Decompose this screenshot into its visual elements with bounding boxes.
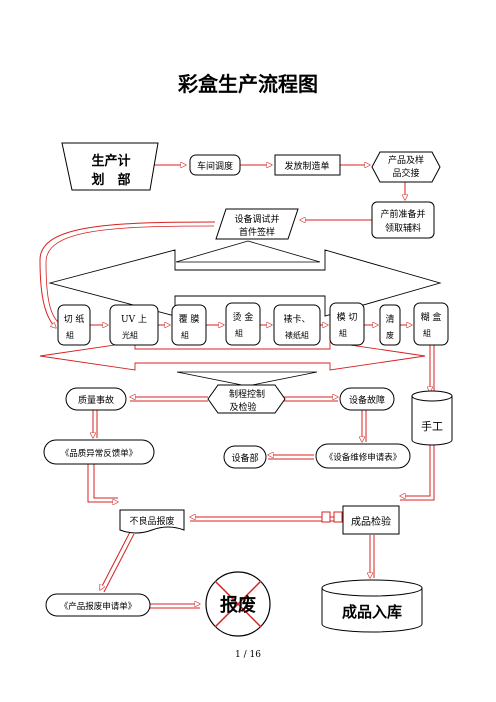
connector-square-2 <box>333 511 343 523</box>
node-waste-removal: 清 废 <box>379 304 401 346</box>
node-work-order: 发放制造单 <box>274 154 341 176</box>
node-scrap-label: 报废 <box>220 594 256 616</box>
svg-text:裱纸組: 裱纸組 <box>285 330 309 340</box>
node-diecut-group: 模 切 組 <box>329 302 365 346</box>
node-quality-incident: 质量事故 <box>65 387 127 411</box>
node-production-planning-line1: 生产计 <box>91 153 130 169</box>
flow-band-upper <box>48 249 442 317</box>
node-work-order-label: 发放制造单 <box>284 160 329 172</box>
node-scrap-application-form: 《产品报废申请单》 <box>45 593 151 617</box>
svg-text:UV 上: UV 上 <box>121 314 147 325</box>
node-card-mounting-group: 裱卡、 裱纸組 <box>273 304 321 346</box>
node-finished-warehouse-label: 成品入库 <box>342 603 402 621</box>
connector-square-1 <box>321 511 331 523</box>
debug-down-triangle <box>175 240 321 263</box>
node-equipment-debug-line1: 设备调试并 <box>234 213 279 225</box>
node-quality-feedback-form: 《品质异常反馈单》 <box>43 439 155 465</box>
node-preproduction-prep-line1: 产前准备并 <box>380 208 425 220</box>
svg-text:光組: 光組 <box>122 330 138 340</box>
svg-text:組: 組 <box>66 330 74 340</box>
curve-debug-to-cutting <box>39 221 216 328</box>
svg-text:《设备维修申请表》: 《设备维修申请表》 <box>325 452 402 463</box>
svg-text:设备部: 设备部 <box>231 452 258 464</box>
node-defective-scrap: 不良品报废 <box>119 509 185 534</box>
node-workshop-dispatch: 车间调度 <box>189 154 241 176</box>
svg-text:不良品报废: 不良品报废 <box>129 515 174 527</box>
svg-text:模 切: 模 切 <box>337 312 358 323</box>
node-preproduction-prep-line2: 领取辅料 <box>385 222 421 234</box>
svg-text:糊 盒: 糊 盒 <box>421 311 442 323</box>
svg-text:組: 組 <box>181 330 189 340</box>
node-manual-work: 手工 <box>411 390 453 446</box>
node-cutting-group: 切 纸 組 <box>57 304 91 346</box>
node-sample-handover-line1: 产品及样 <box>388 154 424 166</box>
node-gilding-group: 烫 金 組 <box>225 302 261 346</box>
svg-text:裱卡、: 裱卡、 <box>283 313 310 325</box>
svg-text:清: 清 <box>385 313 394 325</box>
svg-text:組: 組 <box>423 328 431 338</box>
control-up-triangle <box>176 371 318 387</box>
node-equipment-repair-form: 《设备维修申请表》 <box>315 443 411 469</box>
svg-text:切 纸: 切 纸 <box>64 313 85 325</box>
arrow-form-to-defect <box>87 464 118 502</box>
svg-text:及检验: 及检验 <box>229 401 256 413</box>
svg-text:《产品报废申请单》: 《产品报废申请单》 <box>60 601 137 612</box>
page-title: 彩盒生产流程图 <box>178 72 318 96</box>
node-scrap: 报废 <box>205 571 271 637</box>
svg-text:覆 膜: 覆 膜 <box>179 314 200 325</box>
flow-band-lower <box>39 341 426 371</box>
node-finished-warehouse: 成品入库 <box>321 579 423 633</box>
node-laminating-group: 覆 膜 組 <box>171 304 207 346</box>
node-preproduction-prep: 产前准备并 领取辅料 <box>371 201 435 239</box>
svg-text:組: 組 <box>339 328 347 338</box>
svg-text:废: 废 <box>386 330 394 340</box>
node-uv-group: UV 上 光組 <box>109 304 159 346</box>
svg-text:《品质异常反馈单》: 《品质异常反馈单》 <box>61 448 138 459</box>
node-gluing-group: 糊 盒 組 <box>413 302 449 346</box>
arrow-defect-to-scrapform <box>100 531 131 590</box>
node-production-planning-line2: 划 部 <box>91 172 130 188</box>
node-sample-handover-line2: 品交接 <box>392 167 419 179</box>
node-production-planning: 生产计 划 部 <box>61 142 159 191</box>
node-finished-inspection: 成品检验 <box>342 505 400 535</box>
node-workshop-dispatch-label: 车间调度 <box>197 160 233 172</box>
node-equipment-department: 设备部 <box>223 445 267 469</box>
node-sample-handover: 产品及样 品交接 <box>371 151 441 183</box>
svg-text:制程控制: 制程控制 <box>229 388 265 400</box>
svg-text:成品检验: 成品检验 <box>351 515 391 528</box>
svg-text:设备故障: 设备故障 <box>349 394 385 406</box>
svg-text:质量事故: 质量事故 <box>78 394 114 406</box>
svg-text:烫 金: 烫 金 <box>233 311 254 323</box>
connectors <box>39 165 435 609</box>
node-equipment-debug: 设备调试并 首件签样 <box>215 208 299 240</box>
svg-text:組: 組 <box>235 328 243 338</box>
svg-text:手工: 手工 <box>421 419 443 433</box>
node-equipment-fault: 设备故障 <box>339 387 395 411</box>
page-number: 1 / 16 <box>235 650 261 660</box>
node-process-control: 制程控制 及检验 <box>207 384 286 414</box>
node-equipment-debug-line2: 首件签样 <box>239 226 275 238</box>
